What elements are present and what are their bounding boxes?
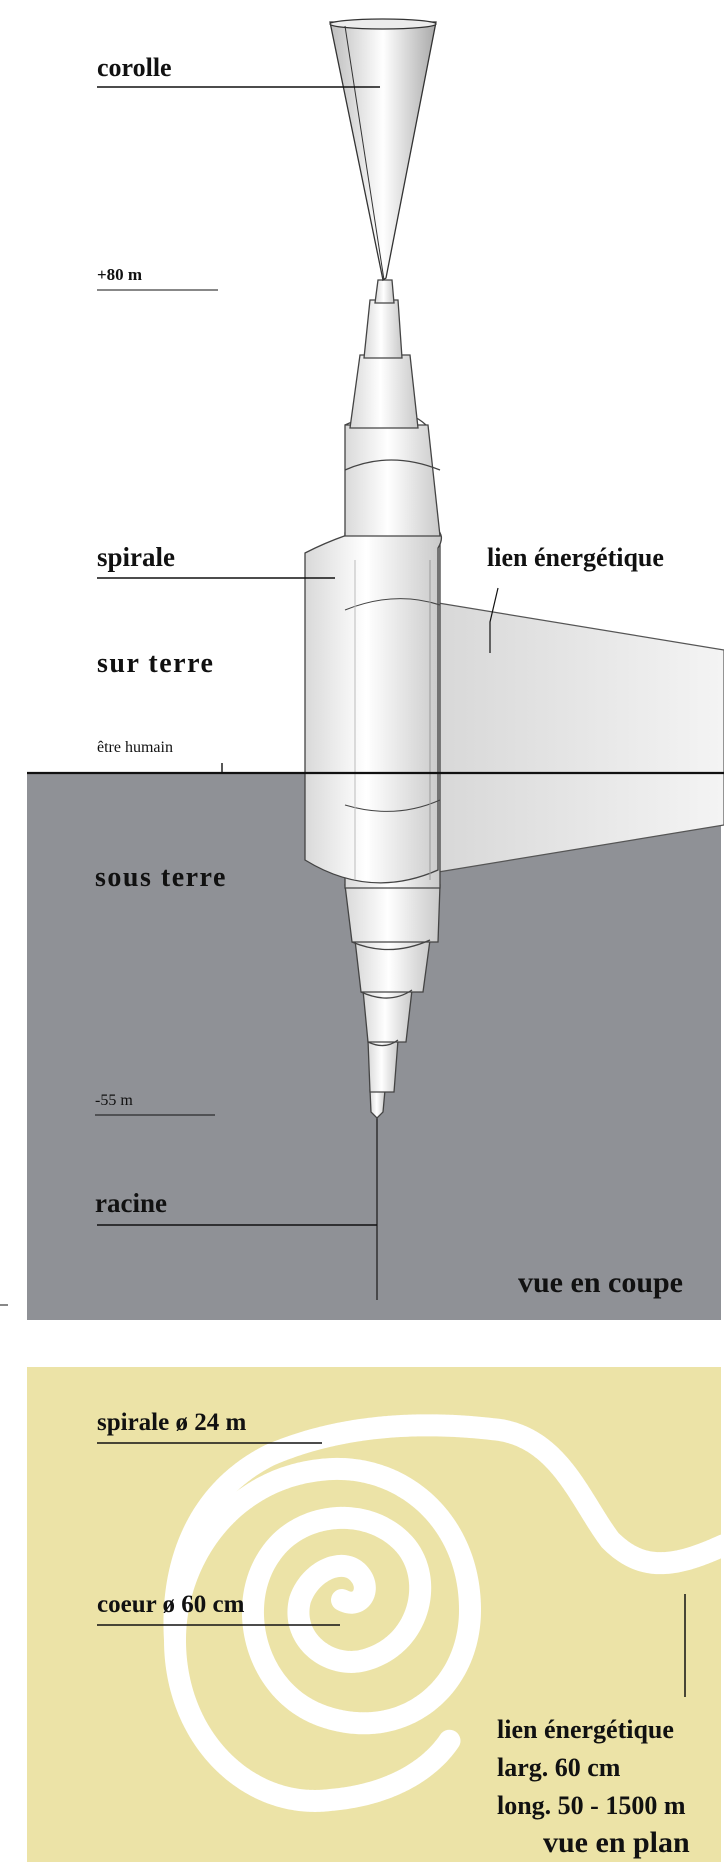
label-sur-terre: sur terre <box>97 648 214 679</box>
caption-divider <box>0 1304 8 1306</box>
corolla-rim <box>329 18 437 30</box>
corolla-guide-line <box>344 25 385 281</box>
corolla-cone <box>329 21 437 282</box>
label-longueur: long. 50 - 1500 m <box>497 1791 686 1820</box>
label-lien-energetique: lien énergétique <box>487 543 664 572</box>
label-spirale-diameter: spirale ø 24 m <box>97 1409 246 1436</box>
label-minus55: -55 m <box>95 1092 133 1109</box>
label-sous-terre: sous terre <box>95 862 227 893</box>
plan-view: spirale ø 24 m coeur ø 60 cm lien énergé… <box>27 1367 724 1862</box>
section-view: corolle +80 m spirale lien énergétique s… <box>0 18 724 1320</box>
plan-spiral <box>163 1414 724 1812</box>
plan-background <box>27 1367 721 1862</box>
label-etre-humain: être humain <box>97 739 173 756</box>
label-plus80: +80 m <box>97 265 142 284</box>
label-largeur: larg. 60 cm <box>497 1753 621 1782</box>
lien-leader <box>489 587 499 653</box>
label-spirale: spirale <box>97 542 175 572</box>
spiral-structure <box>304 279 443 1119</box>
label-racine: racine <box>95 1188 167 1218</box>
label-coeur-diameter: coeur ø 60 cm <box>97 1591 245 1618</box>
label-lien-energetique-plan: lien énergétique <box>497 1715 674 1744</box>
label-corolle: corolle <box>97 53 172 82</box>
label-vue-en-coupe: vue en coupe <box>518 1266 683 1299</box>
label-vue-en-plan: vue en plan <box>543 1826 690 1859</box>
